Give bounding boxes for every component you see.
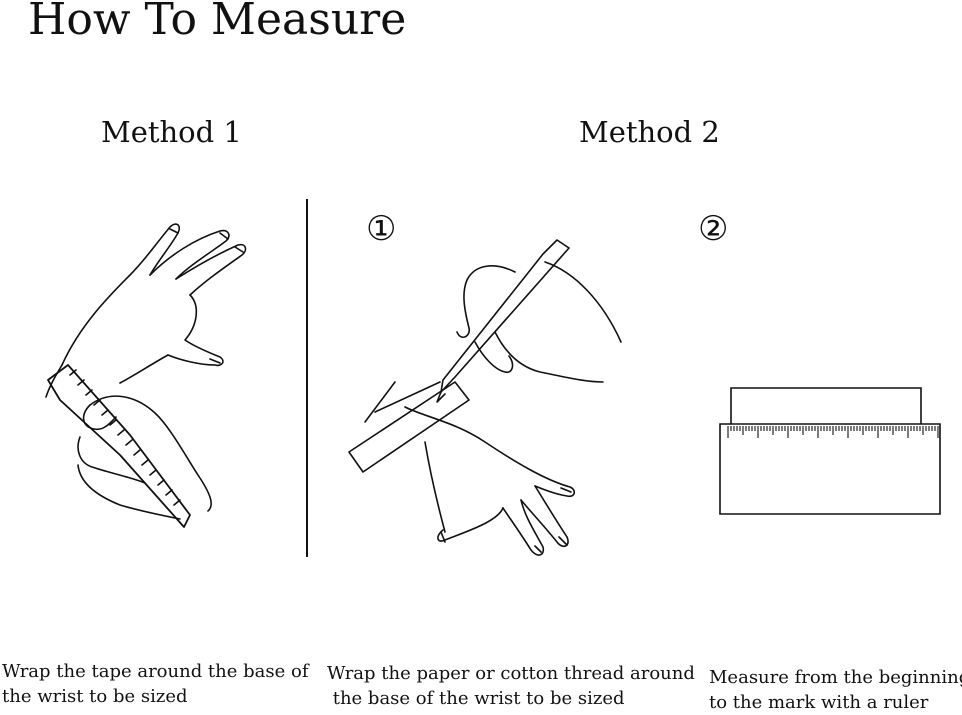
- caption-method-2-step-1: Wrap the paper or cotton thread around t…: [327, 661, 695, 711]
- caption-method-1: Wrap the tape around the base of the wri…: [2, 659, 309, 709]
- caption-method-1-line1: Wrap the tape around the base of: [2, 661, 309, 682]
- tape-wrap-illustration: [20, 215, 260, 545]
- ruler-illustration: [718, 386, 942, 518]
- page-title: How To Measure: [28, 0, 407, 45]
- paper-strip-illustration: [345, 232, 635, 562]
- method-1-heading: Method 1: [101, 115, 242, 149]
- method-2-heading: Method 2: [579, 115, 720, 149]
- ruler-ticks: [728, 426, 938, 438]
- step-1-marker: ①: [366, 209, 397, 249]
- caption-method-2-step-2-line2: to the mark with a ruler: [709, 692, 929, 713]
- caption-method-2-step-2-line1: Measure from the beginning: [709, 667, 962, 688]
- step-2-marker: ②: [698, 209, 729, 249]
- caption-method-2-step-1-line2: the base of the wrist to be sized: [327, 688, 625, 709]
- caption-method-2-step-2: Measure from the beginning to the mark w…: [709, 665, 962, 715]
- caption-method-2-step-1-line1: Wrap the paper or cotton thread around: [327, 663, 695, 684]
- section-divider: [306, 199, 308, 557]
- caption-method-1-line2: the wrist to be sized: [2, 686, 188, 707]
